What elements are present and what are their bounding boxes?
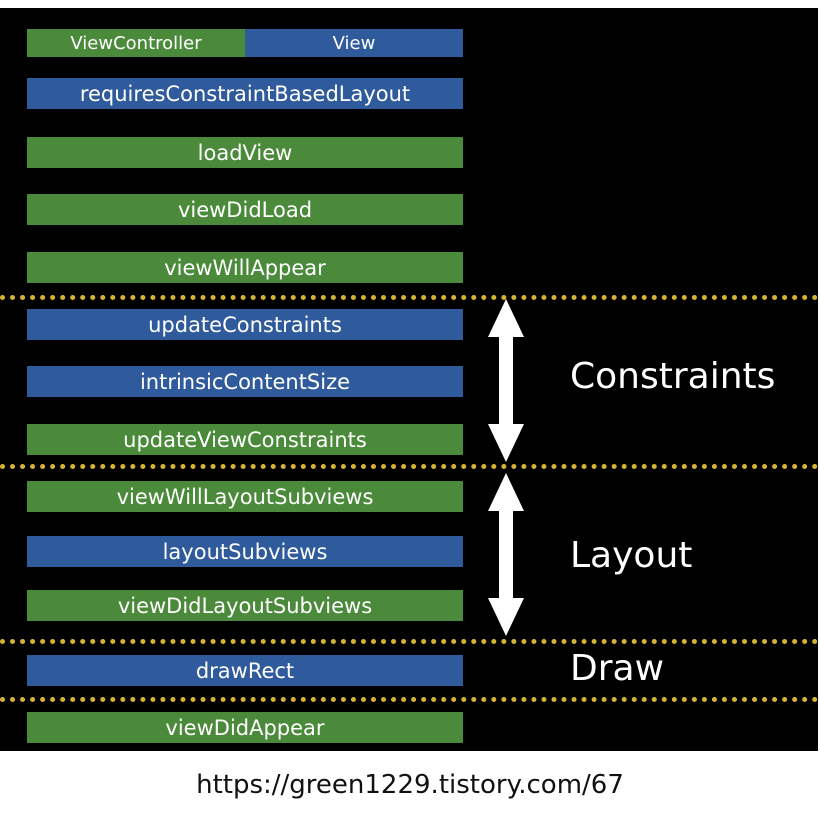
method-view-did-load: viewDidLoad: [27, 194, 463, 225]
phase-divider-layout-start: [0, 464, 818, 469]
method-layout-subviews: layoutSubviews: [27, 536, 463, 567]
source-url-caption: https://green1229.tistory.com/67: [196, 770, 624, 800]
phase-divider-draw-end: [0, 697, 818, 702]
method-view-will-appear: viewWillAppear: [27, 252, 463, 283]
legend-view: View: [245, 29, 463, 57]
method-requires-constraint-based-layout: requiresConstraintBasedLayout: [27, 78, 463, 109]
method-update-constraints: updateConstraints: [27, 309, 463, 340]
method-view-did-layout-subviews: viewDidLayoutSubviews: [27, 590, 463, 621]
phase-label-constraints: Constraints: [570, 356, 776, 397]
layout-range-arrow-icon: [488, 473, 524, 636]
method-intrinsic-content-size: intrinsicContentSize: [27, 366, 463, 397]
phase-label-draw: Draw: [570, 648, 665, 689]
method-view-did-appear: viewDidAppear: [27, 712, 463, 743]
legend: ViewController View: [27, 29, 463, 57]
phase-divider-constraints-start: [0, 295, 818, 300]
method-update-view-constraints: updateViewConstraints: [27, 424, 463, 455]
constraints-range-arrow-icon: [488, 299, 524, 462]
legend-viewcontroller: ViewController: [27, 29, 245, 57]
lifecycle-diagram: ViewController View requiresConstraintBa…: [0, 8, 818, 751]
method-draw-rect: drawRect: [27, 655, 463, 686]
phase-label-layout: Layout: [570, 535, 693, 576]
method-view-will-layout-subviews: viewWillLayoutSubviews: [27, 481, 463, 512]
phase-divider-draw-start: [0, 639, 818, 644]
method-load-view: loadView: [27, 137, 463, 168]
